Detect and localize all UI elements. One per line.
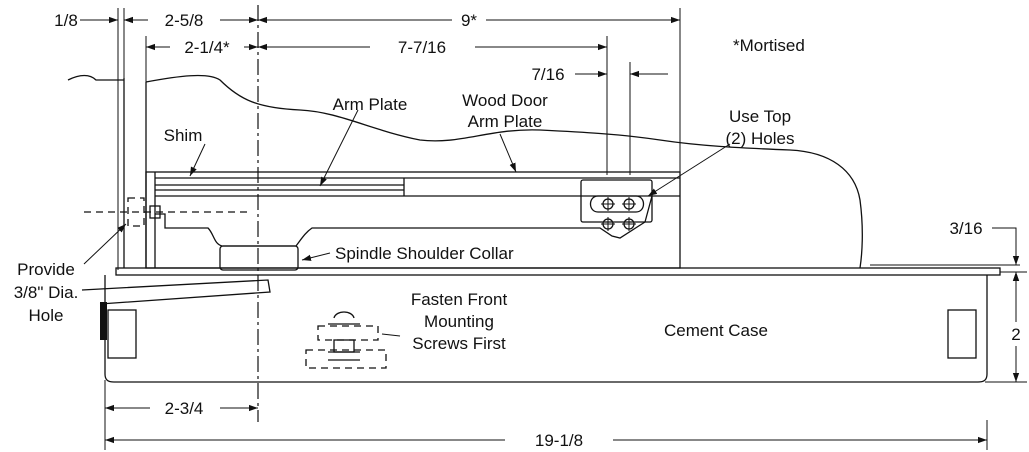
dim-1-8: 1/8 [54, 11, 78, 30]
dim-19-1-8: 19-1/8 [535, 431, 583, 450]
fasten-label-line2: Mounting [424, 312, 494, 331]
mortised-note: *Mortised [733, 36, 805, 55]
dim-2-1-4: 2-1/4* [184, 38, 230, 57]
provide-label-line1: Provide [17, 260, 75, 279]
shim-label: Shim [164, 126, 203, 145]
fasten-label-line1: Fasten Front [411, 290, 508, 309]
dim-7-16: 7/16 [531, 65, 564, 84]
dimension-lines [80, 16, 1020, 444]
dim-9: 9* [461, 11, 477, 30]
callout-labels: *Mortised Arm Plate Wood Door Arm Plate … [14, 36, 805, 353]
spindle-collar-label: Spindle Shoulder Collar [335, 244, 514, 263]
arm-plate-label: Arm Plate [333, 95, 408, 114]
dim-2-5-8: 2-5/8 [165, 11, 204, 30]
leader-lines [83, 109, 731, 337]
use-top-label-line2: (2) Holes [726, 129, 795, 148]
dim-3-16: 3/16 [949, 219, 982, 238]
use-top-label-line1: Use Top [729, 107, 791, 126]
extension-lines [104, 8, 1027, 450]
closer-body [81, 267, 1001, 383]
mounting-holes [601, 197, 636, 231]
wood-door-label-line1: Wood Door [462, 91, 548, 110]
cement-case-label: Cement Case [664, 321, 768, 340]
dim-2-3-4: 2-3/4 [165, 399, 204, 418]
dimension-labels: 1/8 2-5/8 9* 2-1/4* 7-7/16 7/16 3/16 2 2… [54, 11, 1021, 450]
provide-label-line3: Hole [29, 306, 64, 325]
fasten-label-line3: Screws First [412, 334, 506, 353]
screw-symbol [305, 311, 387, 369]
wood-door-label-line2: Arm Plate [468, 112, 543, 131]
provide-label-line2: 3/8" Dia. [14, 283, 79, 302]
dim-2: 2 [1011, 325, 1020, 344]
dim-7-7-16: 7-7/16 [398, 38, 446, 57]
